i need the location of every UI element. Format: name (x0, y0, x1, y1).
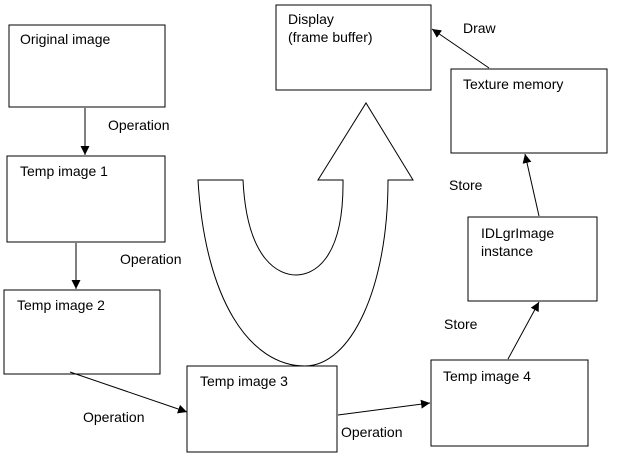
node-temp-image-1: Temp image 1 (6, 155, 166, 243)
u-turn-arrow (197, 102, 414, 367)
node-original-image: Original image (8, 24, 166, 108)
node-temp-image-3-label: Temp image 3 (200, 373, 288, 389)
node-original-image-label: Original image (20, 31, 110, 47)
node-display-label-line2: (frame buffer) (288, 29, 373, 45)
node-idlgrimage-instance: IDLgrImage instance (467, 216, 598, 302)
node-display: Display (frame buffer) (275, 4, 432, 91)
edge-temp2-to-temp3 (69, 371, 188, 414)
edge-label-operation-4: Operation (341, 424, 402, 440)
node-temp-image-2: Temp image 2 (3, 289, 161, 375)
node-texture-memory: Texture memory (450, 68, 608, 154)
edge-label-operation-1: Operation (108, 117, 169, 133)
edge-label-operation-3: Operation (83, 409, 144, 425)
edge-texture-to-display (431, 28, 490, 69)
node-temp-image-4-label: Temp image 4 (443, 368, 531, 384)
edge-label-store-1: Store (444, 316, 478, 332)
edge-label-operation-2: Operation (120, 251, 181, 267)
edge-label-store-2: Store (449, 177, 483, 193)
edge-temp4-to-idlgr (507, 301, 540, 360)
edge-label-draw: Draw (463, 20, 497, 36)
node-idlgrimage-label-line2: instance (481, 243, 533, 259)
node-display-label-line1: Display (288, 11, 334, 27)
node-temp-image-1-label: Temp image 1 (20, 163, 108, 179)
node-temp-image-4: Temp image 4 (430, 359, 589, 447)
node-temp-image-3: Temp image 3 (186, 365, 338, 453)
edge-idlgr-to-texture (522, 153, 540, 217)
edge-temp3-to-temp4 (337, 399, 431, 416)
node-temp-image-2-label: Temp image 2 (17, 297, 105, 313)
node-texture-memory-label: Texture memory (463, 76, 563, 92)
node-idlgrimage-label-line1: IDLgrImage (481, 225, 554, 241)
